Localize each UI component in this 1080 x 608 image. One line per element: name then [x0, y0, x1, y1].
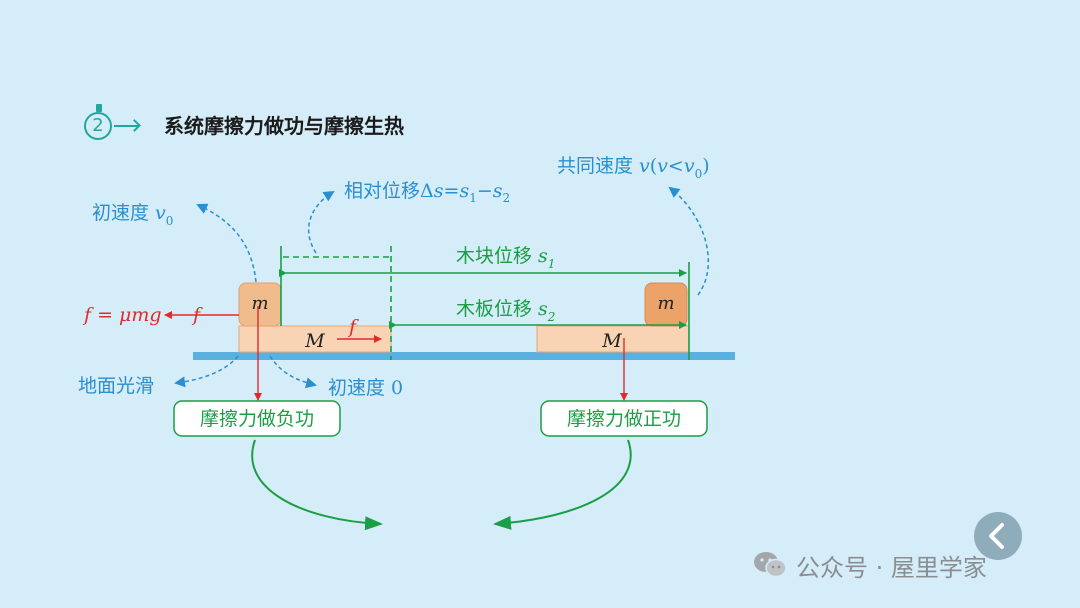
back-button[interactable]: [974, 512, 1022, 560]
watermark-text: 公众号 · 屋里学家: [796, 554, 987, 582]
init-velocity-callout-arrow: [196, 203, 257, 283]
board-final-mass: M: [601, 330, 622, 352]
positive-work-box: [540, 400, 708, 437]
negative-work-label: 摩擦力做负功: [200, 408, 314, 430]
arrow-right-icon: [114, 125, 138, 127]
section-title: 系统摩擦力做功与摩擦生热: [164, 114, 404, 138]
stopwatch-knob-icon: [96, 104, 102, 112]
positive-work-curve-arrow: [493, 439, 632, 530]
friction-f-on-block: f: [191, 304, 203, 326]
negative-work-curve-arrow: [251, 439, 383, 531]
positive-work-label: 摩擦力做正功: [567, 408, 681, 430]
board-initial-mass: M: [304, 330, 325, 352]
ground-surface: [193, 352, 735, 360]
chevron-left-icon: [989, 523, 1004, 549]
block-initial-mass: m: [251, 293, 268, 314]
friction-formula: f = μmg: [82, 304, 162, 326]
ground-smooth-callout-arrow: [174, 355, 239, 388]
negative-work-box: [173, 400, 341, 437]
friction-f-on-board: f: [347, 316, 359, 338]
ground-smooth-label: 地面光滑: [78, 375, 154, 397]
wechat-icon: [754, 552, 787, 578]
relative-displacement-label: 相对位移Δs=s1−s2: [344, 180, 510, 205]
block-final-mass: m: [657, 293, 674, 314]
section-number-badge: 2: [84, 112, 112, 140]
relative-displacement-callout-arrow: [307, 190, 335, 254]
board-init-velocity-callout-arrow: [269, 355, 317, 389]
common-velocity-callout-arrow: [668, 186, 710, 296]
